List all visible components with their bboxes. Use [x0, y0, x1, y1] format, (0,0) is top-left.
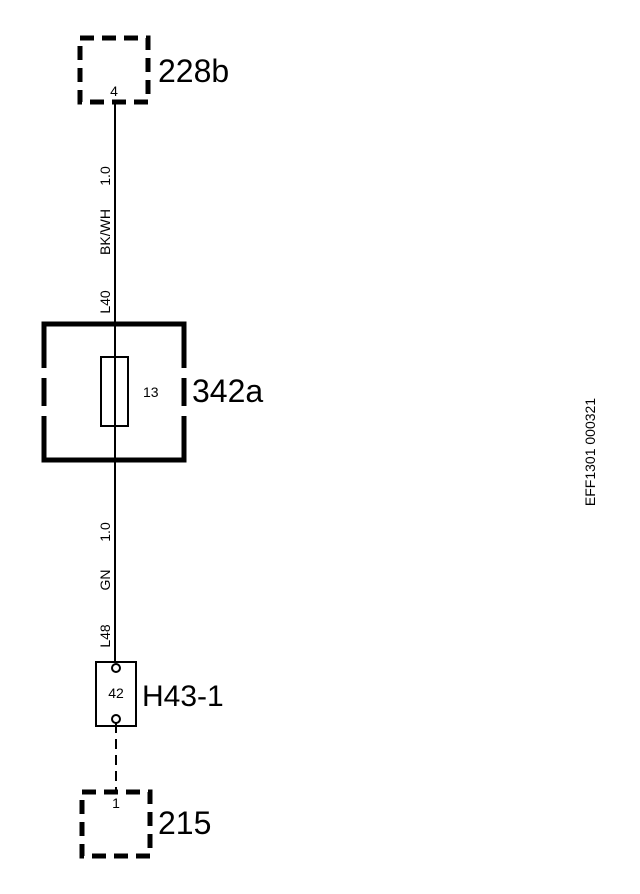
drawing-id: EFF1301 000321 — [582, 398, 598, 506]
connector-228b-label: 228b — [158, 53, 229, 89]
connector-215: 1 215 — [79, 789, 211, 859]
wire-upper-size: 1.0 — [97, 166, 113, 186]
wire-lower-id: L48 — [97, 624, 113, 648]
splice-pin: 42 — [108, 685, 124, 701]
fuse-number: 13 — [143, 384, 159, 400]
connector-215-label: 215 — [158, 805, 211, 841]
connector-215-pin: 1 — [112, 795, 120, 811]
wire-lower-color: GN — [97, 570, 113, 591]
wire-upper-color: BK/WH — [97, 209, 113, 255]
connector-228b: 4 228b — [77, 35, 229, 105]
fuse-box-label: 342a — [192, 373, 263, 409]
splice-top-terminal — [111, 663, 121, 673]
wire-lower-size: 1.0 — [97, 522, 113, 542]
fuse-box-342a: 13 342a — [41, 321, 263, 463]
splice-bottom-terminal — [111, 714, 121, 724]
splice-label: H43-1 — [142, 680, 224, 713]
connector-228b-pin: 4 — [110, 83, 118, 99]
splice-h43-1: 42 H43-1 — [95, 661, 224, 727]
wire-upper-id: L40 — [97, 290, 113, 314]
